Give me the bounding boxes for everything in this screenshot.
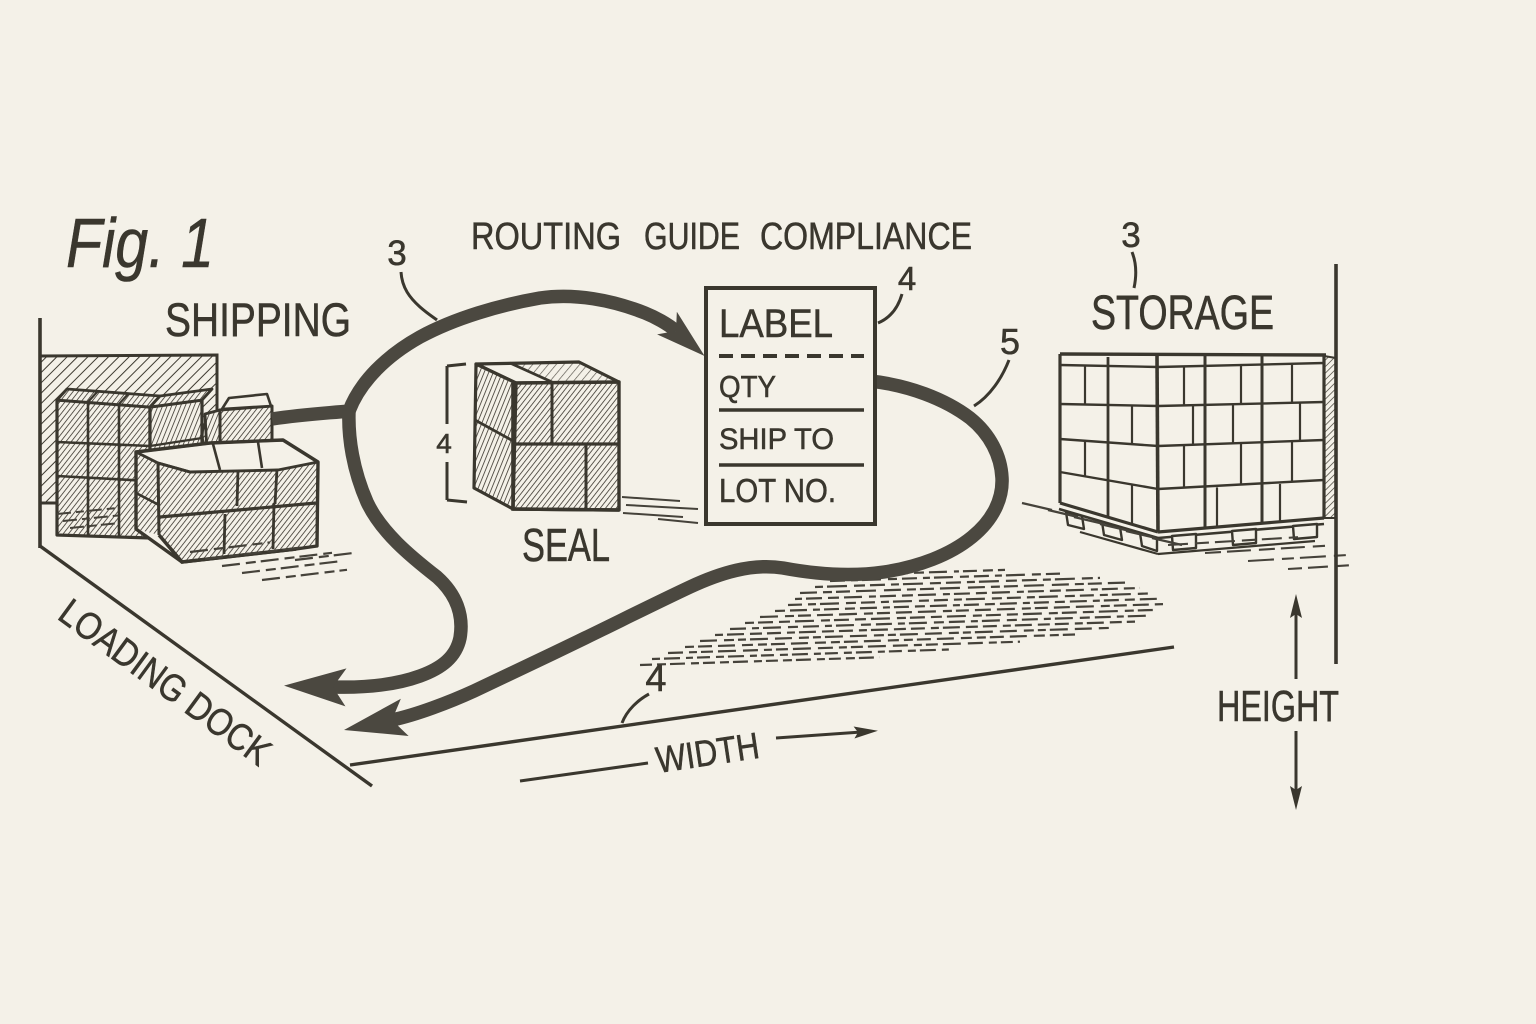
svg-text:4: 4 — [898, 260, 916, 297]
svg-text:LABEL: LABEL — [719, 302, 833, 346]
svg-text:5: 5 — [1000, 321, 1020, 362]
svg-text:ROUTING: ROUTING — [471, 216, 621, 258]
svg-text:STORAGE: STORAGE — [1091, 287, 1274, 340]
svg-text:4: 4 — [645, 658, 666, 700]
svg-text:QTY: QTY — [719, 369, 776, 404]
svg-text:3: 3 — [1121, 216, 1140, 255]
svg-text:GUIDE: GUIDE — [644, 216, 740, 258]
svg-text:HEIGHT: HEIGHT — [1217, 682, 1339, 731]
svg-text:LOT NO.: LOT NO. — [719, 472, 836, 509]
svg-text:COMPLIANCE: COMPLIANCE — [760, 216, 972, 258]
svg-text:3: 3 — [387, 234, 406, 273]
svg-text:SHIP TO: SHIP TO — [719, 423, 834, 456]
svg-text:Fig. 1: Fig. 1 — [66, 204, 214, 282]
svg-text:SEAL: SEAL — [522, 519, 610, 571]
svg-text:SHIPPING: SHIPPING — [165, 293, 351, 346]
svg-text:4: 4 — [436, 428, 452, 459]
